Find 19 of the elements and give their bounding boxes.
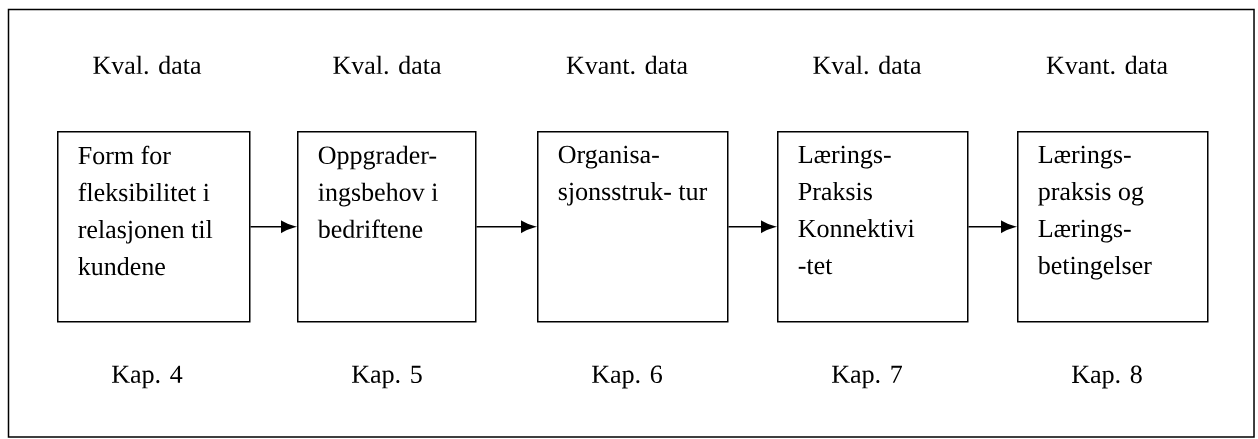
chapter-label: Kap. 6 <box>592 365 662 389</box>
chapter-label: Kap. 4 <box>112 365 183 389</box>
arrow <box>249 220 295 233</box>
process-box: Lærings- praksis og Lærings- betingelser <box>1017 131 1209 323</box>
arrow <box>475 220 535 233</box>
process-box: Lærings- Praksis Konnektivi -tet <box>777 131 969 323</box>
column-heading: Kvant. data <box>566 55 688 75</box>
arrow <box>967 220 1015 233</box>
column-heading: Kval. data <box>93 55 202 75</box>
column-heading: Kval. data <box>813 55 922 75</box>
process-box: Oppgrader- ingsbehov i bedriftene <box>297 131 477 323</box>
chapter-label: Kap. 8 <box>1072 365 1142 389</box>
arrow <box>727 220 775 233</box>
chapter-label: Kap. 5 <box>352 365 422 389</box>
process-box: Organisa- sjonsstruk- tur <box>537 131 729 323</box>
chapter-label: Kap. 7 <box>832 365 902 389</box>
column-heading: Kval. data <box>333 55 442 75</box>
column-heading: Kvant. data <box>1046 55 1168 75</box>
process-box: Form for fleksibilitet i relasjonen til kundene <box>57 131 251 323</box>
